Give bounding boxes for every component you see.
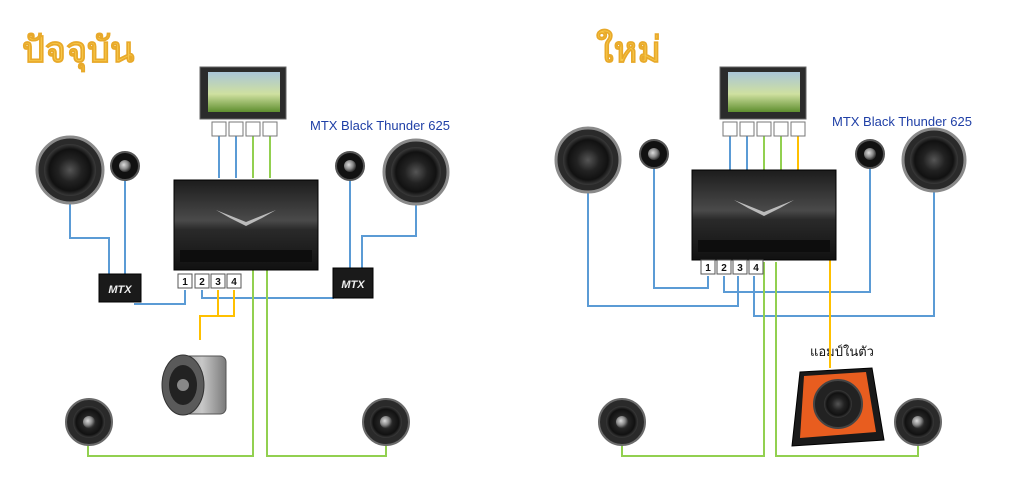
- wire-amp-crossover-right: [201, 290, 334, 299]
- wire-r-amp-rear-left: [621, 262, 765, 457]
- left-rear-speaker-right: [362, 398, 410, 446]
- left-brand-label: MTX Black Thunder 625: [310, 118, 450, 133]
- crossover-logo-right: MTX: [341, 279, 365, 291]
- left-title: ปัจจุบัน: [22, 30, 135, 73]
- right-front-woofer-right: [901, 127, 967, 193]
- right-front-woofer-left: [554, 126, 622, 194]
- right-amplifier: [691, 169, 837, 261]
- wire-amp-rear-right: [266, 240, 387, 457]
- right-port-1: 1: [705, 263, 711, 274]
- right-wires: [587, 136, 935, 457]
- left-port-3: 3: [215, 277, 221, 288]
- right-panel: ใหม่ MTX Black Thunder 625 แอมป์ในตัว: [554, 28, 972, 457]
- right-port-3: 3: [737, 263, 743, 274]
- left-port-1: 1: [182, 277, 188, 288]
- wire-crossover-amp-left: [134, 290, 186, 305]
- crossover-logo-left: MTX: [108, 284, 132, 296]
- left-crossover-left: MTX: [98, 273, 142, 303]
- left-front-woofer-left: [35, 135, 105, 205]
- left-tweeter-left: [110, 151, 140, 181]
- wire-r-tweeter-left: [653, 166, 709, 289]
- right-amp-ports: 1 2 3 4: [700, 259, 764, 275]
- amp-logo-wing: [216, 210, 276, 226]
- wire-r-tweeter-right: [723, 166, 871, 293]
- left-subwoofer-tube: [161, 354, 227, 416]
- left-tweeter-right: [335, 151, 365, 181]
- left-amplifier: [173, 179, 319, 271]
- right-rear-speaker-right: [894, 398, 942, 446]
- wire-r-woofer-right: [753, 186, 935, 317]
- left-amp-ports: 1 2 3 4: [177, 273, 242, 289]
- wire-r-amp-rear-right: [775, 262, 919, 457]
- left-port-2: 2: [199, 277, 205, 288]
- head-unit-screen: [208, 72, 280, 112]
- right-port-2: 2: [721, 263, 727, 274]
- wire-woofer-crossover-left: [69, 200, 110, 274]
- wire-woofer-crossover-right: [361, 200, 417, 268]
- right-tweeter-left: [639, 139, 669, 169]
- right-rear-speaker-left: [598, 398, 646, 446]
- left-front-woofer-right: [382, 138, 450, 206]
- wire-amp-sub-2: [218, 290, 235, 317]
- right-tweeter-right: [855, 139, 885, 169]
- right-amp-logo-wing: [734, 200, 794, 216]
- right-brand-label: MTX Black Thunder 625: [832, 114, 972, 129]
- wire-amp-rear-left: [87, 240, 254, 457]
- right-active-subwoofer: [791, 367, 885, 447]
- right-head-unit: [719, 66, 807, 137]
- left-crossover-right: MTX: [332, 267, 374, 299]
- left-head-unit: [199, 66, 287, 137]
- left-rear-speaker-left: [65, 398, 113, 446]
- right-title: ใหม่: [596, 28, 661, 71]
- right-sub-note: แอมป์ในตัว: [810, 344, 874, 360]
- right-head-unit-screen: [728, 72, 800, 112]
- wire-amp-sub-1: [199, 290, 219, 340]
- left-panel: ปัจจุบัน MTX Black Thunder 625: [22, 30, 450, 457]
- right-port-4: 4: [753, 263, 759, 274]
- left-wires: [69, 136, 417, 457]
- left-port-4: 4: [231, 277, 237, 288]
